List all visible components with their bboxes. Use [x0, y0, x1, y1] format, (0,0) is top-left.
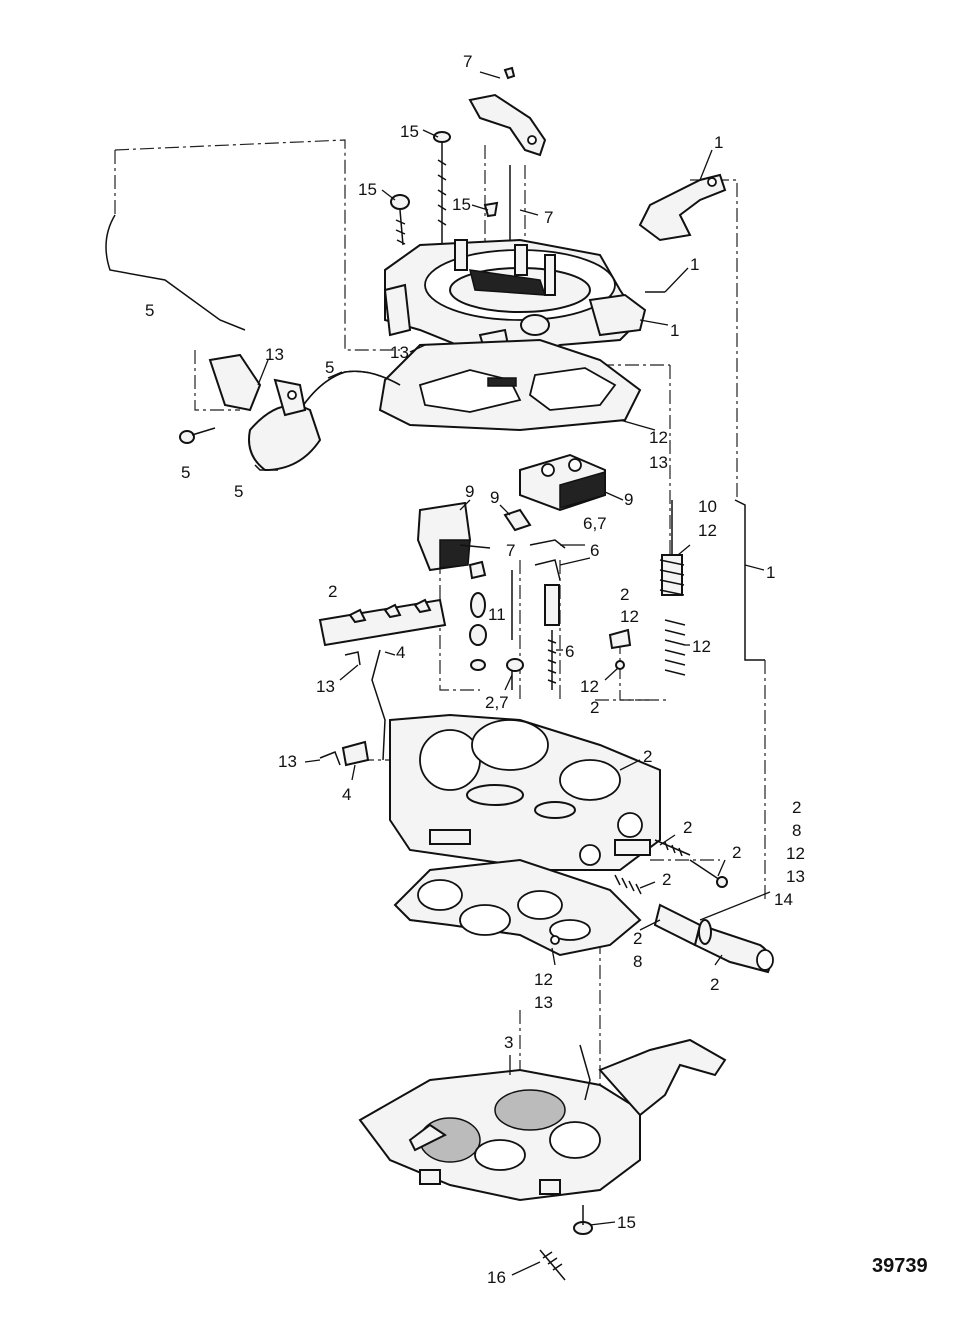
callout-label: 11: [488, 605, 506, 624]
callout-label: 2: [643, 747, 652, 766]
callout-label: 9: [624, 490, 633, 509]
fuel-inlet-14: [653, 903, 774, 974]
idle-screw-16: [539, 1249, 566, 1281]
screw-15-top: [433, 131, 451, 245]
callout-label: 3: [504, 1033, 513, 1052]
callout-label: 1: [766, 563, 775, 582]
baffle-2: [318, 598, 447, 647]
callout-label: 12: [649, 428, 668, 447]
callout-label: 12: [692, 637, 711, 656]
callout-label: 13: [278, 752, 297, 771]
callout-label: 12: [580, 677, 599, 696]
clip-13-mid: [319, 651, 361, 766]
linkage-rod-5: [105, 214, 246, 331]
pump-spring-12: [664, 619, 686, 676]
callout-label: 16: [487, 1268, 506, 1287]
callout-label: 2: [683, 818, 692, 837]
callout-label: 2,7: [485, 693, 509, 712]
callout-label: 8: [633, 952, 642, 971]
vacuum-hose-5: [299, 370, 401, 411]
callout-label: 2: [710, 975, 719, 994]
callout-label: 5: [145, 301, 154, 320]
screw-15-left: [390, 194, 410, 246]
callout-label: 12: [620, 607, 639, 626]
figure-number: 39739: [872, 1255, 928, 1277]
screw-15-small: [483, 201, 499, 218]
callout-label: 2: [328, 582, 337, 601]
float-bowl-2: [389, 713, 661, 871]
callout-label: 13: [534, 993, 553, 1012]
callout-label: 2: [620, 585, 629, 604]
callout-label: 2: [590, 698, 599, 717]
choke-vacuum-unit: [208, 353, 322, 472]
callout-label: 8: [792, 821, 801, 840]
callout-label: 2: [662, 870, 671, 889]
pump-link-4: [341, 649, 386, 767]
pin-9: [503, 508, 532, 532]
callout-label: 2: [792, 798, 801, 817]
pump-lever-1: [638, 173, 727, 293]
retainer-12: [608, 628, 632, 670]
callout-label: 6: [565, 642, 574, 661]
screw-15-bottom: [573, 1205, 593, 1235]
screw-5: [179, 427, 216, 444]
throttle-body-gasket: [393, 858, 642, 957]
callout-label: 13: [265, 345, 284, 364]
pump-rod-1: [734, 499, 765, 661]
callout-label: 5: [181, 463, 190, 482]
callout-label: 6: [590, 541, 599, 560]
callout-label: 15: [358, 180, 377, 199]
callout-label: 13: [649, 453, 668, 472]
throttle-lever-7: [468, 66, 547, 157]
callout-label: 12: [698, 521, 717, 540]
needle-seat-6: [544, 584, 560, 690]
callout-label: 12: [534, 970, 553, 989]
callout-label: 5: [325, 358, 334, 377]
pump-plunger-10-12: [659, 500, 685, 596]
callout-label: 4: [396, 643, 405, 662]
float-9: [416, 501, 491, 572]
callout-label: 15: [617, 1213, 636, 1232]
callout-label: 1: [670, 321, 679, 340]
callout-label: 9: [465, 482, 474, 501]
callout-label: 5: [234, 482, 243, 501]
callout-label: 10: [698, 497, 717, 516]
callout-label: 2: [732, 843, 741, 862]
callout-label: 13: [786, 867, 805, 886]
callout-label: 4: [342, 785, 351, 804]
leader-lines: [257, 71, 771, 1276]
callout-label: 7: [506, 541, 515, 560]
callout-label: 15: [400, 122, 419, 141]
pump-check-2-7: [506, 658, 524, 690]
callout-label: 14: [774, 890, 793, 909]
callout-label: 13: [390, 343, 409, 362]
jets-11: [468, 560, 487, 671]
callout-label: 7: [463, 52, 472, 71]
callout-label: 15: [452, 195, 471, 214]
callout-label: 6,7: [583, 514, 607, 533]
callout-label: 1: [690, 255, 699, 274]
callout-labels: 7 15 15 15 7 1 1 1 5 13 13 5 5 5 12 13 9…: [145, 52, 805, 1287]
spring-2: [614, 874, 642, 895]
throttle-body-3: [358, 1038, 727, 1202]
metering-block-9: [519, 453, 606, 512]
callout-label: 12: [786, 844, 805, 863]
callout-label: 7: [544, 208, 553, 227]
callout-label: 9: [490, 488, 499, 507]
idle-mixture-screw-2: [654, 839, 728, 888]
air-horn-gasket: [378, 338, 642, 432]
callout-label: 2: [633, 929, 642, 948]
callout-label: 1: [714, 133, 723, 152]
callout-label: 13: [316, 677, 335, 696]
